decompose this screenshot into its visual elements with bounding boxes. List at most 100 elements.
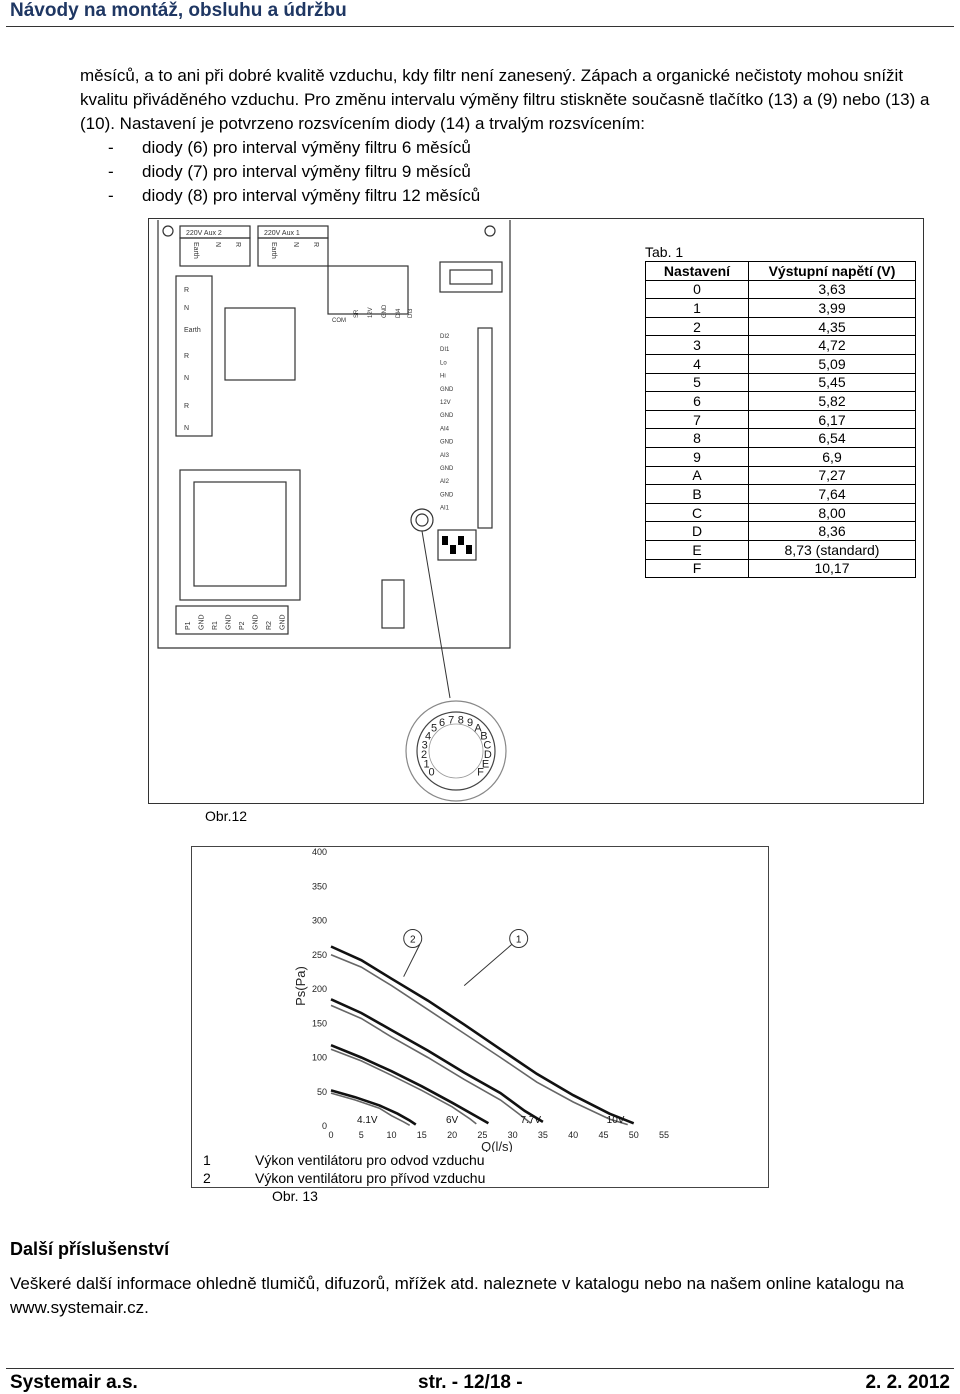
table-cell-setting: C (645, 502, 749, 523)
list-item-text: diody (6) pro interval výměny filtru 6 m… (142, 138, 471, 157)
dial-character: 2 (421, 749, 427, 761)
list-item: -diody (7) pro interval výměny filtru 9 … (80, 160, 952, 184)
board-pin-label: GND (440, 387, 454, 393)
list-item-text: diody (8) pro interval výměny filtru 12 … (142, 186, 481, 205)
table-cell-voltage: 3,63 (748, 279, 916, 300)
table-header-setting: Nastavení (645, 261, 749, 281)
table-cell-setting: 3 (645, 335, 749, 355)
chart-frame (191, 846, 769, 1188)
table-cell-setting: 8 (645, 428, 749, 448)
board-pin-label: COM (332, 318, 346, 324)
dial-character: 9 (467, 717, 473, 729)
board-pin-label: R (184, 287, 189, 294)
board-pin-label: GND (226, 614, 233, 630)
legend-number: 2 (203, 1170, 211, 1186)
board-pin-label: Earth (184, 327, 201, 334)
curve-marker-circle (403, 929, 423, 949)
table-cell-setting: F (645, 558, 749, 579)
table-cell-setting: D (645, 521, 749, 541)
chart-legend-item: 2 Výkon ventilátoru pro přívod vzduchu (203, 1170, 485, 1186)
board-pin-label: DI1 (440, 347, 450, 353)
curve-series-1 (330, 998, 544, 1124)
x-tick-label: 40 (568, 1130, 578, 1140)
table-cell-voltage: 6,17 (748, 409, 916, 430)
curve-series-2 (330, 954, 628, 1126)
table-cell-voltage: 8,36 (748, 521, 916, 541)
list-dash: - (108, 138, 114, 157)
x-axis-label: Q(l/s) (481, 1139, 513, 1152)
intro-text: měsíců, a to ani při dobré kvalitě vzduc… (80, 64, 952, 208)
board-pin-label: N (184, 425, 189, 432)
table-caption: Tab. 1 (645, 244, 684, 260)
legend-text: Výkon ventilátoru pro přívod vzduchu (255, 1170, 486, 1186)
y-axis-label: Ps(Pa) (293, 966, 308, 1006)
footer-page-number: str. - 12/18 - (418, 1372, 523, 1393)
board-pin-label: N (184, 305, 189, 312)
board-pin-label: R (184, 403, 189, 410)
table-cell-setting: E (645, 539, 749, 560)
footer-rule (6, 1368, 954, 1369)
board-pin-label: R2 (266, 621, 273, 630)
curve-marker-circle (509, 929, 529, 949)
x-tick-label: 0 (328, 1130, 333, 1140)
table-cell-voltage: 5,09 (748, 353, 916, 374)
table-cell-setting: 4 (645, 353, 749, 374)
section-heading: Další příslušenství (10, 1239, 170, 1259)
table-cell-voltage: 4,72 (748, 335, 916, 355)
board-pin-label: N (292, 242, 299, 247)
y-tick-label: 100 (312, 1053, 327, 1063)
dial-character: 6 (439, 717, 445, 729)
table-cell-voltage: 8,73 (standard) (748, 539, 916, 560)
voltage-label: 7.7V (521, 1115, 542, 1126)
board-pin-label: N (214, 242, 221, 247)
dial-character: 1 (423, 758, 429, 770)
x-tick-label: 35 (538, 1130, 548, 1140)
x-tick-label: 30 (508, 1130, 518, 1140)
y-tick-label: 0 (322, 1121, 327, 1131)
board-pin-label: SR (354, 309, 360, 318)
board-pin-label: R1 (212, 621, 219, 630)
curve-series-2 (330, 1048, 477, 1125)
table-cell-setting: A (645, 465, 749, 486)
y-tick-label: 400 (312, 847, 327, 857)
board-aux-label: 220V Aux 2 (186, 230, 222, 237)
legend-text: Výkon ventilátoru pro odvod vzduchu (255, 1152, 485, 1168)
legend-number: 1 (203, 1152, 211, 1168)
y-tick-label: 50 (317, 1087, 327, 1097)
table-cell-voltage: 7,64 (748, 484, 916, 504)
board-pin-label: R (184, 353, 189, 360)
board-pin-label: GND (440, 492, 454, 498)
board-pin-label: DI3 (408, 308, 414, 318)
board-pin-label: GND (440, 413, 454, 419)
board-pin-label: AI2 (440, 479, 450, 485)
table-cell-voltage: 3,99 (748, 298, 916, 318)
section-paragraph: Veškeré další informace ohledně tlumičů,… (10, 1274, 904, 1317)
table-cell-voltage: 5,82 (748, 391, 916, 411)
y-tick-label: 200 (312, 984, 327, 994)
board-pin-label: AI3 (440, 453, 450, 459)
table-cell-voltage: 8,00 (748, 502, 916, 523)
board-pin-label: Hi (440, 374, 446, 380)
table-cell-voltage: 6,54 (748, 428, 916, 448)
circuit-board-figure (148, 218, 924, 804)
board-pin-label: GND (440, 440, 454, 446)
dial-character: 5 (431, 723, 437, 735)
curve-series-1 (330, 945, 635, 1125)
table-cell-voltage: 6,9 (748, 446, 916, 467)
curve-marker-label: 1 (516, 935, 522, 946)
board-pin-label: GND (382, 304, 388, 318)
board-pin-label: N (184, 375, 189, 382)
board-pin-label: DI2 (440, 334, 450, 340)
y-tick-label: 250 (312, 950, 327, 960)
chart-legend-item: 1 Výkon ventilátoru pro odvod vzduchu (203, 1152, 485, 1168)
list-dash: - (108, 186, 114, 205)
board-pin-label: 12V (440, 400, 451, 406)
